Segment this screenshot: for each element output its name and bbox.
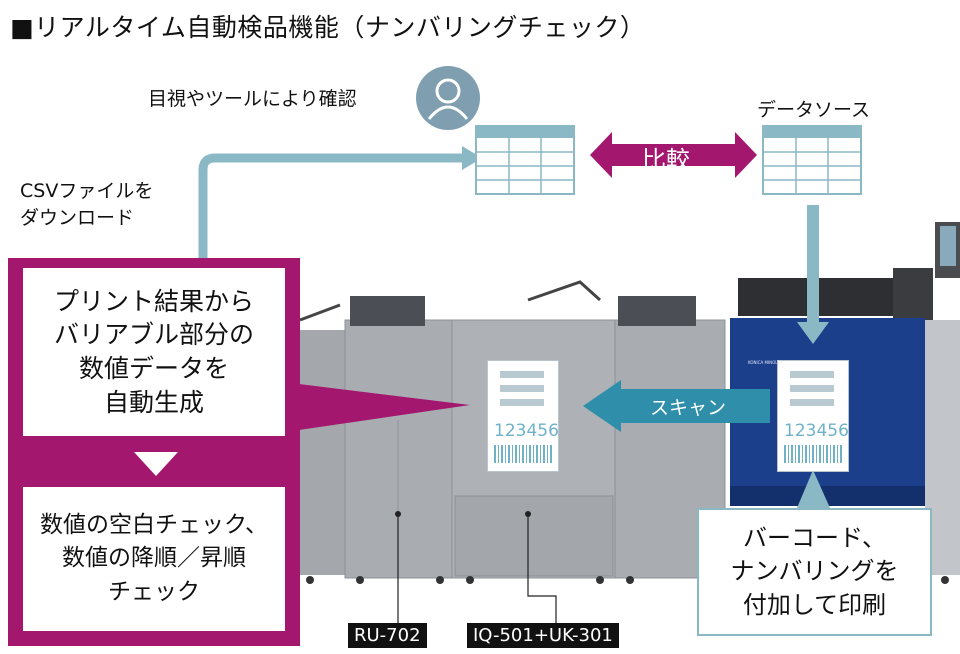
user-icon [416, 66, 480, 130]
barcode-icon [494, 445, 552, 463]
auto-generate-text: プリント結果から バリアブル部分の 数値データを 自動生成 [53, 286, 254, 417]
print-text: バーコード、 ナンバリングを 付加して印刷 [730, 523, 899, 619]
brand-logo: KONICA MINOLTA [748, 360, 782, 365]
sheet-number: 123456 [494, 421, 559, 441]
checks-box: 数値の空白チェック、 数値の降順／昇順 チェック [23, 487, 285, 631]
csv-download-label: CSVファイルを ダウンロード [20, 180, 154, 229]
printed-sheet-right: 123456 [777, 360, 849, 472]
data-source-label: データソース [757, 99, 871, 121]
printed-sheet-left: 123456 [487, 360, 559, 472]
scan-label: スキャン [650, 397, 727, 419]
page-title: ■リアルタイム自動検品機能（ナンバリングチェック） [10, 13, 646, 42]
device-tag-ru: RU-702 [348, 623, 427, 648]
checks-text: 数値の空白チェック、 数値の降順／昇順 チェック [40, 511, 268, 605]
down-triangle-icon [134, 452, 178, 476]
barcode-icon [784, 445, 842, 463]
spreadsheet-icon [762, 125, 862, 195]
device-tag-iq: IQ-501+UK-301 [467, 623, 619, 648]
visual-check-label: 目視やツールにより確認 [148, 88, 357, 110]
spreadsheet-icon [475, 125, 575, 195]
sheet-number: 123456 [784, 421, 849, 441]
auto-generate-box: プリント結果から バリアブル部分の 数値データを 自動生成 [23, 268, 285, 436]
print-box: バーコード、 ナンバリングを 付加して印刷 [697, 508, 932, 636]
compare-label: 比較 [642, 146, 690, 174]
